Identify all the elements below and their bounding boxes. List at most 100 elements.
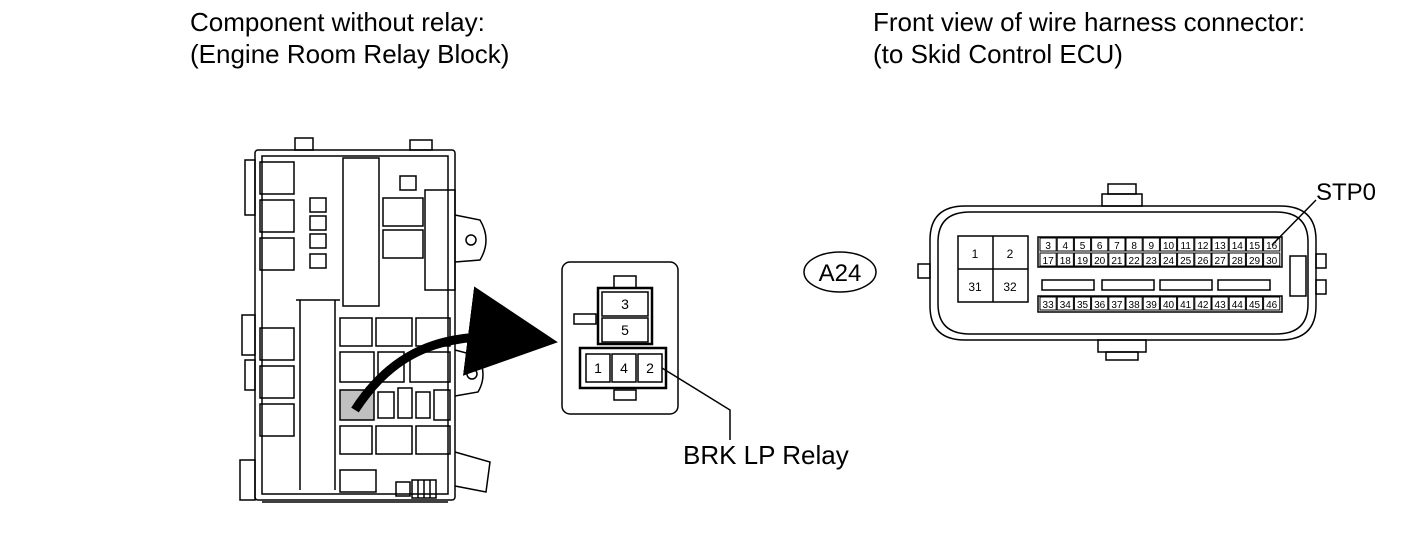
ecu-pin-18: 18	[1060, 256, 1072, 267]
ecu-pin-cell	[1159, 237, 1178, 252]
ecu-pin-40: 40	[1163, 300, 1175, 311]
ecu-pin-13: 13	[1215, 241, 1227, 252]
ecu-pin-39: 39	[1146, 300, 1158, 311]
connector-code-oval	[803, 251, 877, 293]
ecu-pin-46: 46	[1266, 300, 1278, 311]
ecu-pin-9: 9	[1149, 241, 1155, 252]
right-title-line2: (to Skid Control ECU)	[873, 39, 1123, 69]
ecu-pin-11: 11	[1181, 241, 1192, 252]
ecu-pin-cell	[1159, 296, 1178, 311]
socket-pin-3: 3	[621, 296, 629, 312]
brk-lp-relay-leader	[661, 367, 731, 440]
ecu-pin-25: 25	[1180, 256, 1192, 267]
ecu-pin-42: 42	[1197, 300, 1209, 311]
ecu-pin-cell	[1073, 296, 1092, 311]
ecu-connector-body	[917, 183, 1327, 361]
ecu-pin-cell	[1211, 237, 1229, 252]
ecu-pin-2: 2	[1007, 247, 1014, 261]
ecu-pin-cell	[1056, 252, 1074, 267]
ecu-pin-23: 23	[1146, 256, 1158, 267]
ecu-pin-cell	[1194, 252, 1212, 267]
ecu-pin-7: 7	[1114, 241, 1120, 252]
ecu-pin-32: 32	[1003, 280, 1017, 294]
ecu-pin-27: 27	[1215, 256, 1227, 267]
ecu-pin-cell	[1073, 237, 1092, 252]
ecu-pin-cell	[1159, 252, 1178, 267]
ecu-pin-cell	[1177, 252, 1195, 267]
ecu-pin-cell	[1142, 237, 1160, 252]
ecu-pin-28: 28	[1232, 256, 1244, 267]
ecu-pin-cell	[1108, 252, 1126, 267]
ecu-pin-cell	[1194, 296, 1212, 311]
ecu-pin-cell	[1108, 237, 1126, 252]
ecu-pin-20: 20	[1094, 256, 1106, 267]
ecu-pin-cell	[1245, 237, 1264, 252]
ecu-pin-cell	[1245, 252, 1264, 267]
ecu-pin-6: 6	[1097, 241, 1103, 252]
socket-pin-4: 4	[620, 360, 628, 376]
socket-pin-1: 1	[594, 360, 602, 376]
ecu-pin-cell	[1108, 296, 1126, 311]
left-title-line2: (Engine Room Relay Block)	[190, 39, 510, 69]
ecu-pin-34: 34	[1060, 300, 1072, 311]
ecu-pin-cell	[1056, 296, 1074, 311]
ecu-pin-12: 12	[1197, 241, 1209, 252]
socket-pin-2: 2	[646, 360, 654, 376]
ecu-pin-cell	[1263, 237, 1281, 252]
ecu-pin-cell	[1039, 237, 1057, 252]
stp0-leader	[1271, 199, 1317, 246]
right-title-line1: Front view of wire harness connector:	[873, 7, 1306, 37]
ecu-pin-26: 26	[1197, 256, 1209, 267]
ecu-pin-22: 22	[1129, 256, 1141, 267]
socket-pin-5: 5	[621, 322, 629, 338]
ecu-pin-cell	[1125, 252, 1143, 267]
ecu-pin-21: 21	[1111, 256, 1123, 267]
ecu-pin-cell	[1211, 252, 1229, 267]
connector-code: A24	[819, 260, 862, 287]
ecu-pin-cell	[1091, 296, 1109, 311]
ecu-pin-24: 24	[1163, 256, 1175, 267]
ecu-pin-29: 29	[1249, 256, 1261, 267]
ecu-pin-cell	[1245, 296, 1264, 311]
ecu-pin-cell	[1194, 237, 1212, 252]
ecu-pin-31: 31	[968, 280, 982, 294]
ecu-pin-cell	[1039, 296, 1057, 311]
ecu-pin-cell	[1142, 252, 1160, 267]
ecu-pin-3: 3	[1045, 241, 1051, 252]
ecu-pin-38: 38	[1129, 300, 1141, 311]
ecu-pin-37: 37	[1111, 300, 1123, 311]
ecu-pin-cell	[1142, 296, 1160, 311]
ecu-pin-cell	[1073, 252, 1092, 267]
ecu-pin-4: 4	[1063, 241, 1069, 252]
ecu-pin-cell	[1228, 296, 1246, 311]
ecu-pin-cell	[1091, 237, 1109, 252]
ecu-pin-cell	[1056, 237, 1074, 252]
relay-socket-detail	[561, 261, 679, 415]
ecu-pin-cell	[1263, 252, 1281, 267]
brk-lp-relay-label: BRK LP Relay	[683, 440, 849, 470]
ecu-pin-43: 43	[1215, 300, 1227, 311]
ecu-pin-10: 10	[1163, 241, 1175, 252]
ecu-pin-cell	[1091, 252, 1109, 267]
ecu-pin-19: 19	[1077, 256, 1089, 267]
pointer-arrow	[351, 286, 558, 413]
ecu-pin-41: 41	[1180, 300, 1192, 311]
ecu-pin-44: 44	[1232, 300, 1244, 311]
ecu-pin-cell	[1177, 237, 1195, 252]
ecu-pin-cell	[1125, 296, 1143, 311]
ecu-pin-16: 16	[1266, 241, 1278, 252]
ecu-pin-36: 36	[1094, 300, 1106, 311]
ecu-pin-14: 14	[1232, 241, 1244, 252]
ecu-pin-cell	[1211, 296, 1229, 311]
right-title: Front view of wire harness connector: (t…	[873, 6, 1305, 70]
ecu-pin-35: 35	[1077, 300, 1089, 311]
ecu-pin-17: 17	[1043, 256, 1055, 267]
left-title-line1: Component without relay:	[190, 7, 485, 37]
ecu-pin-cell	[1228, 237, 1246, 252]
ecu-pin-cell	[1039, 252, 1057, 267]
ecu-pin-cell	[1177, 296, 1195, 311]
ecu-pin-5: 5	[1080, 241, 1086, 252]
relay-block	[239, 137, 491, 503]
